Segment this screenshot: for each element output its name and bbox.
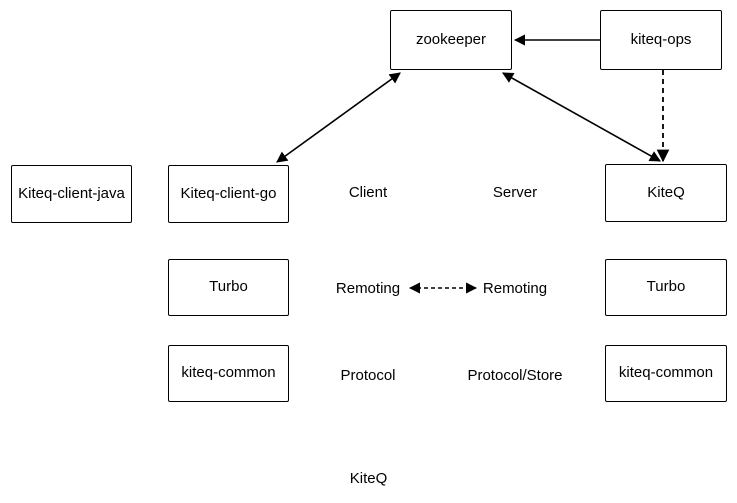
layer-label-remoting-server-text: Remoting [482, 279, 548, 297]
node-turbo-server[interactable]: Turbo [605, 259, 727, 316]
node-kiteq-client-java[interactable]: Kiteq-client-java [11, 165, 132, 223]
edge-zookeeper-to-kiteq-client-go [276, 72, 401, 163]
node-kiteq-common-server-label: kiteq-common [618, 364, 714, 382]
layer-label-protocol-store-text: Protocol/Store [467, 366, 563, 384]
node-turbo-client-label: Turbo [209, 278, 248, 296]
layer-label-protocol-store: Protocol/Store [445, 363, 585, 387]
node-kiteq-common-client[interactable]: kiteq-common [168, 345, 289, 402]
node-kiteq-client-go[interactable]: Kiteq-client-go [168, 165, 289, 223]
layer-label-server: Server [455, 180, 575, 204]
node-kiteq-client-go-label: Kiteq-client-go [180, 184, 277, 202]
node-kiteq-ops[interactable]: kiteq-ops [600, 10, 722, 70]
layer-label-server-text: Server [492, 183, 538, 201]
node-kiteq-common-server[interactable]: kiteq-common [605, 345, 727, 402]
layer-label-remoting-client: Remoting [308, 276, 428, 300]
diagram-caption: KiteQ [0, 470, 737, 487]
layer-label-client-text: Client [348, 183, 388, 201]
node-zookeeper[interactable]: zookeeper [390, 10, 512, 70]
layer-label-remoting-server: Remoting [455, 276, 575, 300]
node-kiteq-ops-label: kiteq-ops [630, 30, 692, 48]
layer-label-protocol-text: Protocol [340, 366, 396, 384]
node-kiteq[interactable]: KiteQ [605, 164, 727, 222]
node-zookeeper-label: zookeeper [415, 30, 487, 48]
layer-label-remoting-client-text: Remoting [335, 279, 401, 297]
node-turbo-client[interactable]: Turbo [168, 259, 289, 316]
layer-label-protocol: Protocol [308, 363, 428, 387]
layer-label-client: Client [308, 180, 428, 204]
node-turbo-server-label: Turbo [646, 278, 686, 296]
node-kiteq-label: KiteQ [647, 183, 685, 201]
edge-zookeeper-to-kiteq [502, 72, 661, 162]
node-kiteq-client-java-label: Kiteq-client-java [18, 184, 125, 202]
diagram-caption-text: KiteQ [349, 470, 388, 487]
node-kiteq-common-client-label: kiteq-common [181, 364, 276, 382]
